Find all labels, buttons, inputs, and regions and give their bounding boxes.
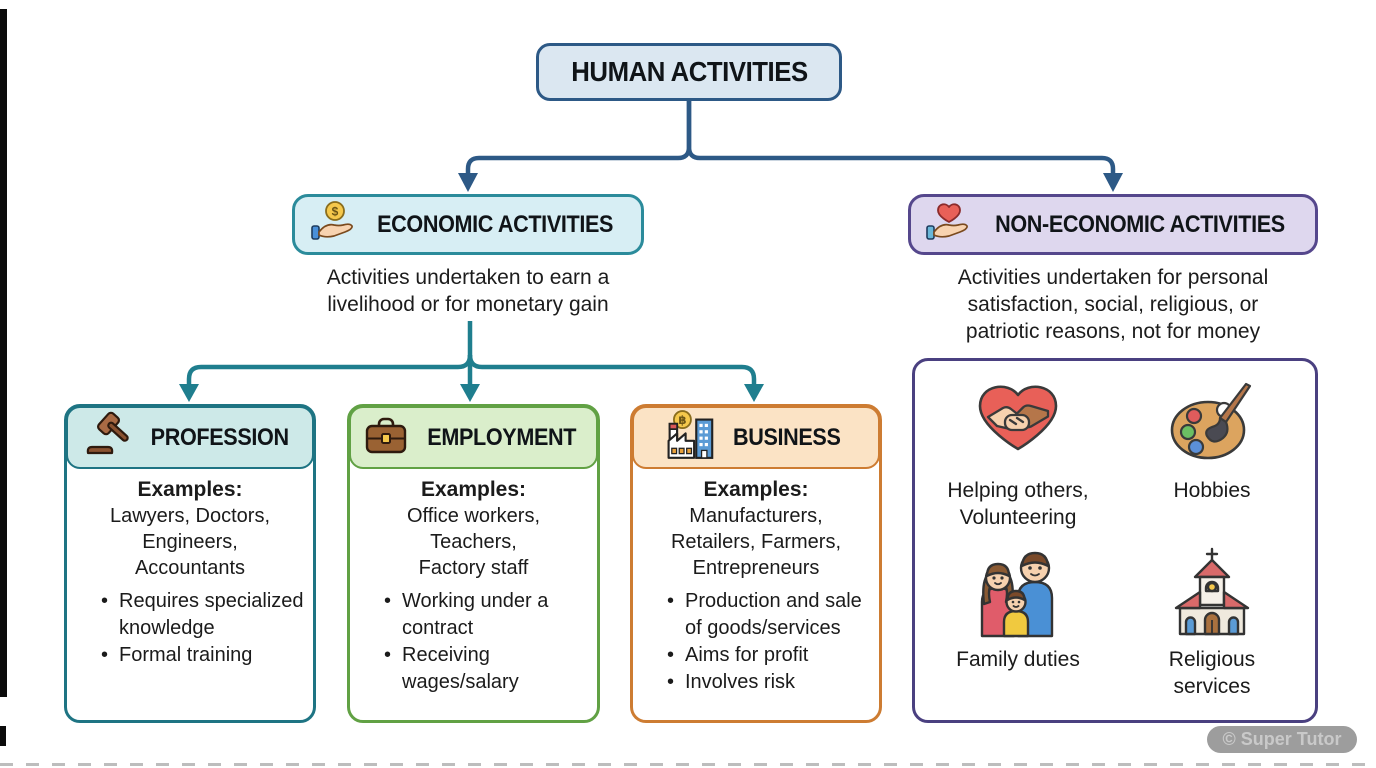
bullet-item: Requires specialized knowledge <box>101 588 311 642</box>
paint-palette-icon <box>1166 373 1258 473</box>
gavel-icon <box>84 411 134 464</box>
bullet-item: Formal training <box>101 642 311 669</box>
employment-label: EMPLOYMENT <box>427 423 577 451</box>
business-card: ฿ BUSINESS <box>630 404 882 723</box>
employment-bullets: Working under a contract Receiving wages… <box>362 588 585 696</box>
business-header: ฿ BUSINESS <box>632 406 880 469</box>
profession-card: PROFESSION Examples: Lawyers, Doctors, E… <box>64 404 316 723</box>
examples-heading: Examples: <box>137 478 243 501</box>
family-icon <box>970 542 1066 642</box>
watermark-badge: © Super Tutor <box>1207 726 1357 753</box>
title-box-human-activities: HUMAN ACTIVITIES <box>536 43 842 101</box>
factory-icon: ฿ <box>666 410 718 465</box>
employment-header: EMPLOYMENT <box>349 406 598 469</box>
coin-in-hand-icon: $ <box>310 200 354 249</box>
business-body: Examples: Manufacturers, Retailers, Farm… <box>633 468 879 696</box>
non-economic-panel: Helping others, Volunteering Hobbies <box>912 358 1318 723</box>
bottom-dashed-line <box>0 763 1376 766</box>
panel-item-religious-services: Religious services <box>1115 542 1309 711</box>
panel-item-label: Hobbies <box>1173 479 1251 502</box>
bullet-item: Aims for profit <box>667 642 877 669</box>
economic-activities-box: $ ECONOMIC ACTIVITIES <box>292 194 644 255</box>
non-economic-activities-label: NON-ECONOMIC ACTIVITIES <box>995 210 1285 238</box>
bullet-item: Working under a contract <box>384 588 594 642</box>
non-economic-description: Activities undertaken for personal satis… <box>957 266 1269 343</box>
bullet-item: Production and sale of goods/services <box>667 588 877 642</box>
heart-in-hand-icon <box>925 200 969 249</box>
non-economic-activities-box: NON-ECONOMIC ACTIVITIES <box>908 194 1318 255</box>
watermark-text: © Super Tutor <box>1222 729 1342 749</box>
economic-description: Activities undertaken to earn a liveliho… <box>326 266 610 316</box>
panel-item-label: Religious services <box>1168 647 1256 698</box>
profession-body: Examples: Lawyers, Doctors, Engineers, A… <box>67 468 313 669</box>
handshake-heart-icon <box>972 373 1064 473</box>
business-label: BUSINESS <box>732 423 841 451</box>
economic-activities-label: ECONOMIC ACTIVITIES <box>377 210 613 238</box>
panel-item-family-duties: Family duties <box>921 542 1115 711</box>
briefcase-icon <box>362 411 410 464</box>
profession-label: PROFESSION <box>150 423 289 451</box>
panel-item-hobbies: Hobbies <box>1115 373 1309 542</box>
bullet-item: Involves risk <box>667 669 877 696</box>
svg-text:฿: ฿ <box>678 414 686 427</box>
page-title: HUMAN ACTIVITIES <box>570 56 808 87</box>
employment-card: EMPLOYMENT Examples: Office workers, Tea… <box>347 404 600 723</box>
panel-item-helping-others: Helping others, Volunteering <box>921 373 1115 542</box>
examples-heading: Examples: <box>420 478 527 501</box>
panel-item-label: Family duties <box>956 647 1080 671</box>
left-edge-artifact <box>0 9 7 697</box>
left-edge-artifact-small <box>0 726 6 746</box>
bullet-item: Receiving wages/salary <box>384 642 594 696</box>
svg-text:$: $ <box>332 205 339 219</box>
panel-item-label: Helping others, Volunteering <box>947 479 1089 529</box>
profession-bullets: Requires specialized knowledge Formal tr… <box>79 588 304 669</box>
church-icon <box>1166 542 1258 642</box>
profession-header: PROFESSION <box>66 406 314 469</box>
employment-body: Examples: Office workers, Teachers, Fact… <box>350 468 597 696</box>
business-bullets: Production and sale of goods/services Ai… <box>645 588 867 696</box>
examples-heading: Examples: <box>703 478 809 501</box>
